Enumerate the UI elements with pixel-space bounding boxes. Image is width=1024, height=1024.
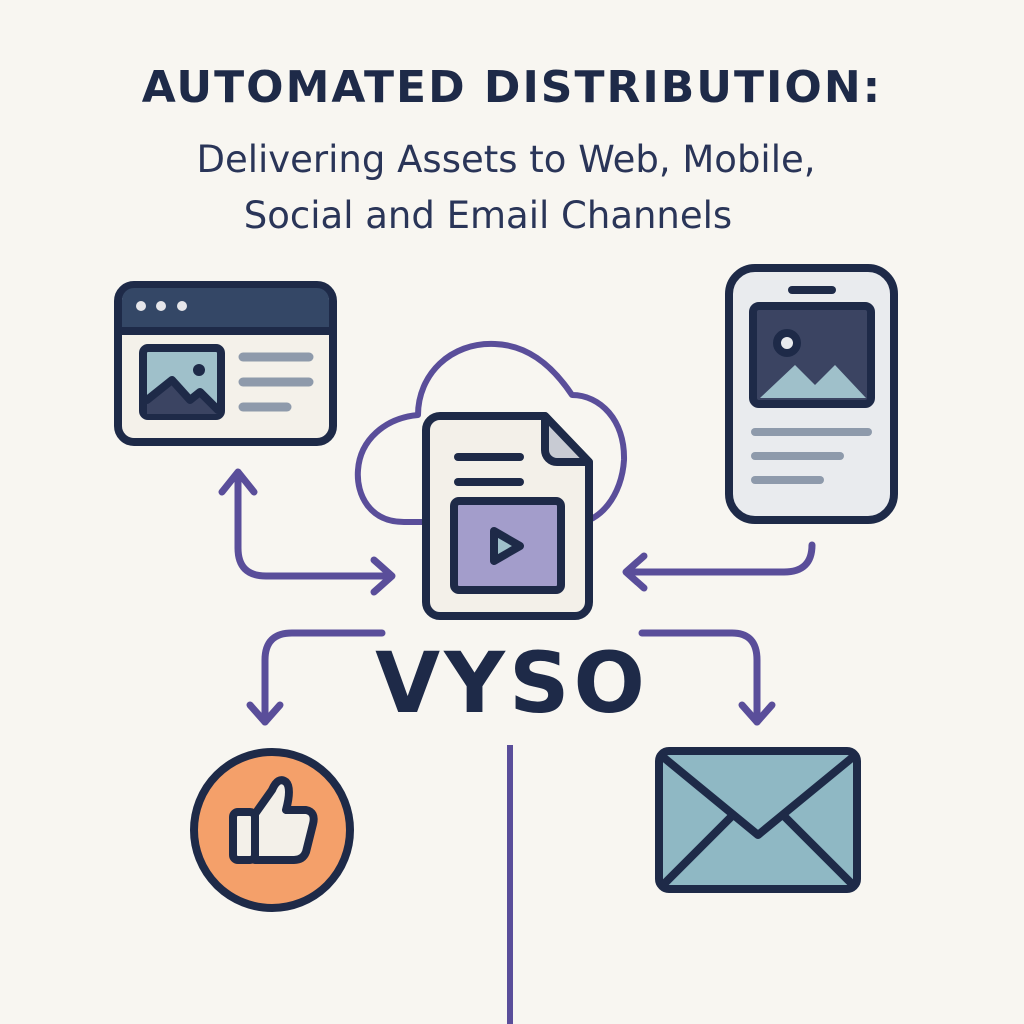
document-video-icon <box>422 412 593 620</box>
brand-name: VYSO <box>375 634 649 732</box>
browser-window-icon <box>114 281 337 446</box>
arrow-web-document <box>218 468 396 596</box>
subtitle-line-2: Social and Email Channels <box>244 194 732 237</box>
thumbs-up-icon <box>190 748 354 912</box>
cloud-icon <box>354 340 628 526</box>
mobile-phone-icon <box>725 264 898 524</box>
page-title: AUTOMATED DISTRIBUTION: <box>142 62 883 113</box>
arrow-phone-document <box>622 541 816 592</box>
arrow-document-email <box>638 629 776 726</box>
arrow-document-social <box>246 629 386 726</box>
subtitle-line-1: Delivering Assets to Web, Mobile, <box>196 138 815 181</box>
email-envelope-icon <box>655 747 861 893</box>
